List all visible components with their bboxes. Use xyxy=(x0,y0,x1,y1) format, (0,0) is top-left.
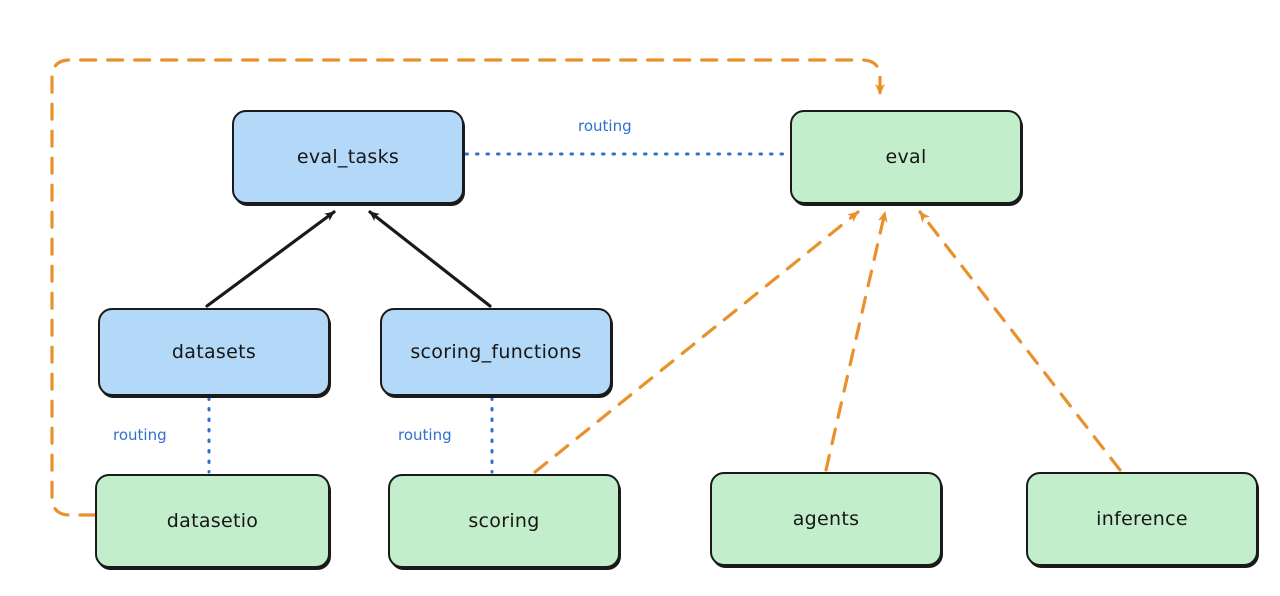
edge-inference-eval xyxy=(918,210,1122,472)
node-scoring[interactable]: scoring xyxy=(388,474,620,568)
node-scoring-functions[interactable]: scoring_functions xyxy=(380,308,612,396)
edge-label-routing-eval-tasks-eval: routing xyxy=(578,117,632,135)
node-inference[interactable]: inference xyxy=(1026,472,1258,566)
node-label: scoring xyxy=(468,510,540,532)
node-eval[interactable]: eval xyxy=(790,110,1022,204)
edge-datasets-eval_tasks xyxy=(205,210,336,308)
node-label: datasetio xyxy=(166,510,259,532)
node-label: inference xyxy=(1096,508,1188,530)
node-label: eval_tasks xyxy=(296,146,400,168)
node-datasetio[interactable]: datasetio xyxy=(95,474,330,568)
edge-label-routing-scoring-functions-scoring: routing xyxy=(398,426,452,444)
node-label: scoring_functions xyxy=(410,341,582,363)
node-agents[interactable]: agents xyxy=(710,472,942,566)
edge-scoring-eval xyxy=(533,210,860,474)
edge-datasetio-eval xyxy=(50,58,885,517)
node-datasets[interactable]: datasets xyxy=(98,308,330,396)
edge-label-routing-datasets-datasetio: routing xyxy=(113,426,167,444)
node-label: datasets xyxy=(171,341,257,363)
node-eval-tasks[interactable]: eval_tasks xyxy=(232,110,464,204)
node-label: eval xyxy=(885,146,927,168)
edge-agents-eval xyxy=(824,210,888,472)
edge-scoring_functions-eval_tasks xyxy=(368,210,492,308)
node-label: agents xyxy=(792,508,860,530)
